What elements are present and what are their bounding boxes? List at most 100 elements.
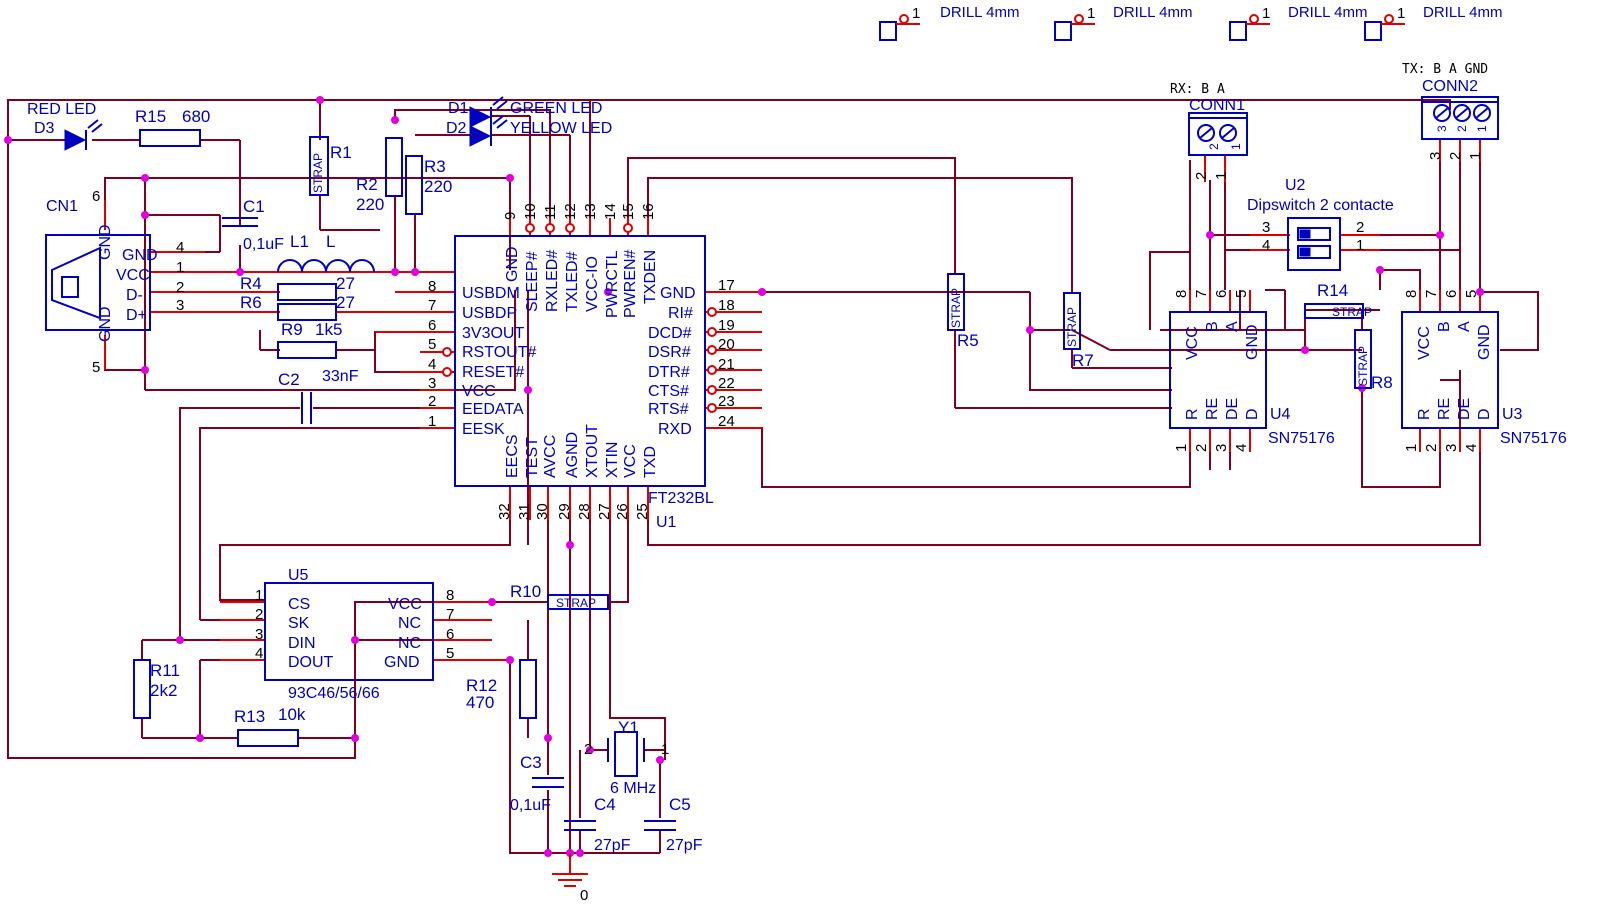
svg-text:EEDATA: EEDATA [462, 401, 524, 418]
svg-text:26: 26 [614, 503, 631, 520]
svg-text:3: 3 [1435, 125, 1449, 132]
u1-top-pins: GND SLEEP# RXLED# TXLED# VCC-IO PWRCTL P… [502, 203, 659, 318]
capacitor-c2: C2 33nF [278, 368, 359, 424]
svg-text:18: 18 [718, 297, 735, 314]
svg-text:13: 13 [582, 203, 599, 220]
capacitor-c4: C4 27pF [564, 795, 631, 854]
resistor-r9: R9 1k5 [277, 320, 342, 359]
svg-text:D3: D3 [34, 120, 55, 137]
svg-text:3: 3 [1213, 444, 1230, 452]
svg-text:3: 3 [1262, 219, 1270, 236]
svg-text:0: 0 [580, 887, 588, 904]
svg-text:C3: C3 [520, 753, 542, 772]
u1-left-pins: USBDM USBDP 3V3OUT RSTOUT# RESET# VCC EE… [428, 278, 536, 438]
strap-r7: STRAP R7 [1063, 292, 1094, 370]
svg-text:TEST: TEST [524, 437, 541, 478]
svg-text:1: 1 [1467, 152, 1484, 160]
svg-text:21: 21 [718, 356, 735, 373]
pin-markers [442, 223, 717, 413]
svg-text:93C46/56/66: 93C46/56/66 [288, 685, 380, 702]
svg-text:3: 3 [428, 375, 436, 392]
svg-text:3: 3 [255, 626, 263, 643]
svg-text:2: 2 [1193, 172, 1210, 180]
svg-text:PWREN#: PWREN# [622, 249, 639, 318]
svg-text:3: 3 [1427, 152, 1444, 160]
led-d1: D1 GREEN LED [448, 96, 602, 128]
svg-text:L1: L1 [290, 232, 309, 251]
svg-text:RED LED: RED LED [27, 101, 96, 118]
svg-text:R3: R3 [424, 157, 446, 176]
svg-text:C5: C5 [669, 795, 691, 814]
svg-text:R7: R7 [1072, 351, 1094, 370]
svg-text:2: 2 [176, 279, 184, 296]
svg-text:STRAP: STRAP [1065, 307, 1079, 347]
svg-text:RSTOUT#: RSTOUT# [462, 344, 536, 361]
svg-text:DRILL 4mm: DRILL 4mm [1288, 4, 1367, 21]
svg-text:1: 1 [1213, 172, 1230, 180]
svg-text:4: 4 [255, 645, 263, 662]
svg-text:CONN2: CONN2 [1422, 78, 1478, 95]
svg-text:RX: B A: RX: B A [1170, 82, 1225, 97]
svg-text:2: 2 [255, 606, 263, 623]
svg-text:DCD#: DCD# [648, 325, 692, 342]
svg-text:D1: D1 [448, 100, 469, 117]
ground-symbol: 0 [552, 853, 588, 904]
svg-text:STRAP: STRAP [556, 596, 596, 610]
svg-text:32: 32 [496, 503, 513, 520]
strap-r8: STRAP R8 [1354, 329, 1393, 392]
svg-text:GREEN LED: GREEN LED [510, 100, 602, 117]
svg-text:USBDP: USBDP [462, 305, 517, 322]
u1-bottom-pins: EECS TEST AVCC AGND XTOUT XTIN VCC TXD 3… [496, 424, 659, 520]
svg-text:9: 9 [502, 212, 519, 220]
svg-text:1k5: 1k5 [315, 320, 342, 339]
svg-text:TXDEN: TXDEN [642, 250, 659, 304]
svg-text:6: 6 [446, 626, 454, 643]
svg-text:SK: SK [288, 615, 310, 632]
svg-text:U5: U5 [288, 567, 309, 584]
svg-text:C4: C4 [594, 795, 616, 814]
svg-text:STRAP: STRAP [1356, 346, 1370, 386]
svg-text:EECS: EECS [504, 434, 521, 478]
svg-text:U4: U4 [1270, 406, 1291, 423]
svg-text:R4: R4 [240, 274, 262, 293]
svg-text:D2: D2 [446, 120, 467, 137]
dipswitch-u2: U2 Dipswitch 2 contacte 3 4 2 1 [1247, 177, 1394, 271]
svg-text:17: 17 [718, 277, 735, 294]
svg-text:2: 2 [428, 393, 436, 410]
svg-text:STRAP: STRAP [1332, 305, 1372, 319]
svg-text:U2: U2 [1285, 177, 1306, 194]
strap-r5: STRAP R5 [947, 273, 979, 350]
resistor-r2: R2 220 [356, 137, 403, 214]
svg-text:1: 1 [255, 587, 263, 604]
svg-text:U3: U3 [1502, 406, 1523, 423]
svg-text:RXD: RXD [658, 421, 692, 438]
svg-text:7: 7 [428, 297, 436, 314]
svg-text:VCC: VCC [622, 444, 639, 478]
svg-text:1: 1 [1356, 237, 1364, 254]
svg-text:R2: R2 [356, 175, 378, 194]
svg-text:R9: R9 [281, 320, 303, 339]
resistor-r6: R6 27 [240, 293, 355, 321]
svg-text:USBDM: USBDM [462, 285, 520, 302]
svg-text:DTR#: DTR# [648, 364, 690, 381]
svg-text:VCC: VCC [462, 383, 496, 400]
svg-text:DRILL 4mm: DRILL 4mm [1113, 4, 1192, 21]
led-d2: D2 YELLOW LED [446, 115, 612, 147]
svg-text:NC: NC [398, 635, 421, 652]
svg-text:7: 7 [1193, 290, 1210, 298]
svg-text:XTIN: XTIN [604, 442, 621, 478]
svg-text:7: 7 [1423, 290, 1440, 298]
svg-text:L: L [326, 232, 335, 251]
svg-text:NC: NC [398, 615, 421, 632]
svg-text:6: 6 [428, 317, 436, 334]
capacitor-c5: C5 27pF [644, 795, 703, 854]
svg-text:R12: R12 [466, 676, 497, 695]
svg-text:CS: CS [288, 596, 310, 613]
svg-text:GND: GND [97, 224, 114, 260]
svg-text:DSR#: DSR# [648, 344, 691, 361]
svg-text:D+: D+ [126, 307, 147, 324]
svg-text:27: 27 [596, 503, 613, 520]
svg-text:RESET#: RESET# [462, 364, 524, 381]
